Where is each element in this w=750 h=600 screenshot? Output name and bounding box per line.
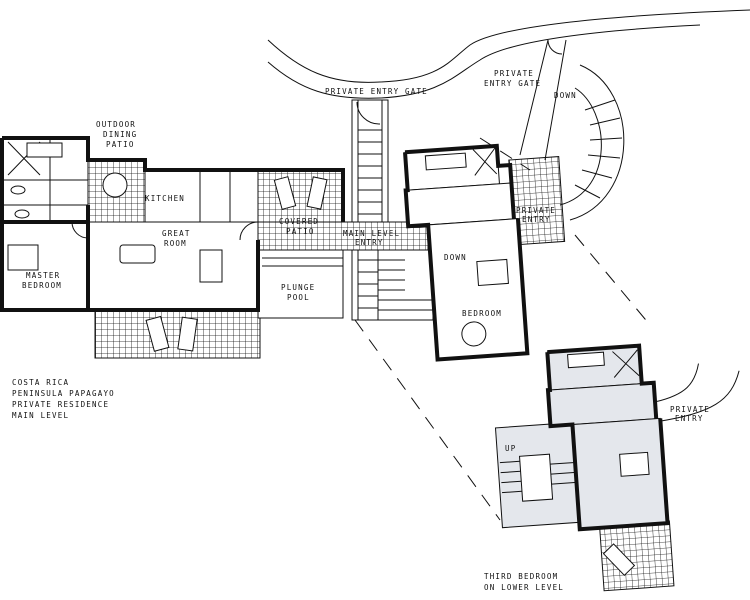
label-master-1: MASTER [26, 271, 60, 280]
label-private-entry-2: ENTRY [522, 215, 551, 224]
bedroom-wing [403, 143, 566, 362]
label-private-entry-1: PRIVATE [516, 206, 556, 215]
label-plunge-pool-1: PLUNGE [281, 283, 315, 292]
dashed-guide-line [479, 137, 531, 171]
label-outdoor-dining-1: OUTDOOR [96, 120, 136, 129]
plunge-pool [257, 249, 344, 319]
label-down-bedroom: DOWN [444, 253, 467, 262]
label-main-entry-2: ENTRY [355, 238, 384, 247]
lower-level-wing [494, 343, 740, 592]
room-labels: OUTDOOR DINING PATIO KITCHEN GREAT ROOM … [22, 69, 710, 592]
label-covered-patio-2: PATIO [286, 227, 315, 236]
label-private-entry-lower-1: PRIVATE [670, 405, 710, 414]
label-bedroom: BEDROOM [462, 309, 502, 318]
label-down-upper: DOWN [554, 91, 577, 100]
label-great-room-2: ROOM [164, 239, 187, 248]
label-gate-upper-1: PRIVATE [494, 69, 534, 78]
label-main-entry-1: MAIN LEVEL [343, 229, 400, 238]
dashed-guide-line [354, 319, 501, 521]
label-private-entry-gate: PRIVATE ENTRY GATE [325, 87, 428, 96]
caption-line-4: MAIN LEVEL [12, 411, 69, 420]
label-master-2: BEDROOM [22, 281, 62, 290]
dashed-guide-line [574, 234, 651, 326]
caption-line-2: PENINSULA PAPAGAYO [12, 389, 115, 398]
label-up: UP [505, 444, 516, 453]
rear-patio [94, 309, 261, 359]
label-third-bedroom-1: THIRD BEDROOM [484, 572, 558, 581]
label-private-entry-lower-2: ENTRY [675, 414, 704, 423]
label-great-room-1: GREAT [162, 229, 191, 238]
label-covered-patio-1: COVERED [279, 217, 319, 226]
driveway-road [267, 9, 750, 99]
label-outdoor-dining-3: PATIO [106, 140, 135, 149]
label-plunge-pool-2: POOL [287, 293, 310, 302]
label-gate-upper-2: ENTRY GATE [484, 79, 541, 88]
caption-line-3: PRIVATE RESIDENCE [12, 400, 109, 409]
label-outdoor-dining-2: DINING [103, 130, 137, 139]
caption-line-1: COSTA RICA [12, 378, 69, 387]
stair-down-main [377, 249, 434, 321]
main-house [0, 136, 429, 359]
spiral-stair-upper [519, 39, 625, 221]
label-kitchen: KITCHEN [145, 194, 185, 203]
plan-caption: COSTA RICA PENINSULA PAPAGAYO PRIVATE RE… [12, 378, 115, 420]
label-third-bedroom-2: ON LOWER LEVEL [484, 583, 564, 592]
